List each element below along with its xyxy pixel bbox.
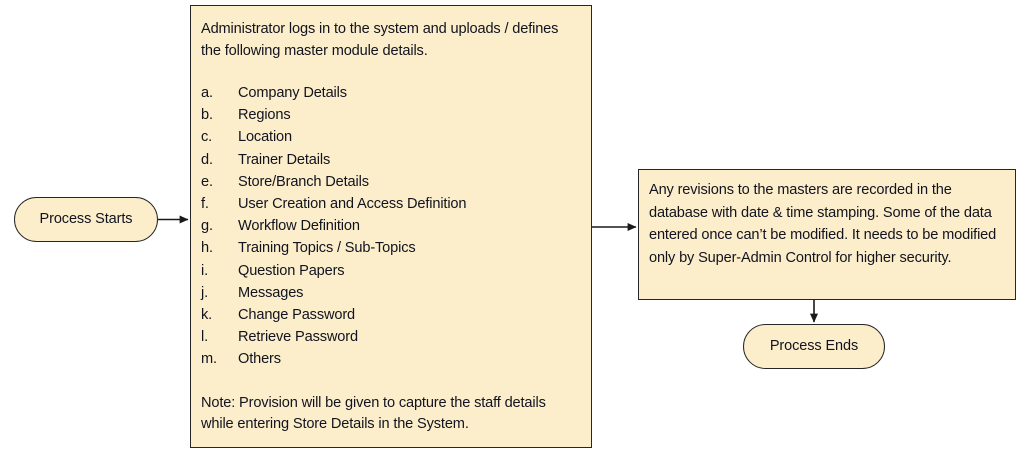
list-item-marker: e. <box>201 173 213 190</box>
list-item: k. Change Password <box>201 304 579 326</box>
list-item: m. Others <box>201 348 579 370</box>
list-item: i. Question Papers <box>201 260 579 282</box>
master-modules-intro: Administrator logs in to the system and … <box>201 21 559 59</box>
node-process-ends[interactable]: Process Ends <box>743 324 885 369</box>
list-item-marker: b. <box>201 107 213 124</box>
list-item-marker: j. <box>201 284 208 301</box>
node-process-starts[interactable]: Process Starts <box>14 197 158 242</box>
list-item-marker: i. <box>201 262 208 279</box>
list-item-text: Messages <box>238 284 304 301</box>
list-item-text: Question Papers <box>238 262 345 279</box>
list-item-marker: k. <box>201 307 213 324</box>
node-revisions[interactable]: Any revisions to the masters are recorde… <box>638 169 1016 300</box>
list-item-text: Trainer Details <box>238 151 331 168</box>
master-modules-note: Note: Provision will be given to capture… <box>201 394 546 433</box>
process-ends-label: Process Ends <box>769 337 859 354</box>
list-item-text: Training Topics / Sub-Topics <box>238 240 416 257</box>
list-item: l. Retrieve Password <box>201 326 579 348</box>
master-modules-list: a. Company Details b. Regions c. Locatio… <box>201 82 579 371</box>
list-item-marker: c. <box>201 129 213 146</box>
node-master-modules[interactable]: Administrator logs in to the system and … <box>190 5 592 448</box>
list-item-text: Company Details <box>238 85 347 101</box>
list-item-marker: a. <box>201 85 213 101</box>
list-item: f. User Creation and Access Definition <box>201 193 579 215</box>
spacer-after-list <box>201 371 579 393</box>
list-item-text: Location <box>238 129 292 146</box>
list-item: j. Messages <box>201 282 579 304</box>
list-item-marker: l. <box>201 329 208 346</box>
list-item-text: Workflow Definition <box>238 218 360 235</box>
list-item: a. Company Details <box>201 82 579 104</box>
list-item-marker: d. <box>201 151 213 168</box>
revisions-text: Any revisions to the masters are recorde… <box>649 182 997 266</box>
list-item: e. Store/Branch Details <box>201 171 579 193</box>
list-item-text: Others <box>238 351 281 368</box>
list-item-text: Change Password <box>238 307 356 324</box>
list-item: d. Trainer Details <box>201 149 579 171</box>
list-item: c. Location <box>201 126 579 148</box>
list-item-text: Regions <box>238 107 291 124</box>
list-item: b. Regions <box>201 104 579 126</box>
list-item-marker: m. <box>201 351 217 368</box>
list-item-marker: f. <box>201 196 209 213</box>
spacer-before-list <box>201 62 579 82</box>
list-item-marker: h. <box>201 240 213 257</box>
list-item-text: User Creation and Access Definition <box>238 196 467 213</box>
list-item-marker: g. <box>201 218 213 235</box>
list-item: h. Training Topics / Sub-Topics <box>201 237 579 259</box>
list-item-text: Retrieve Password <box>238 329 358 346</box>
process-starts-label: Process Starts <box>39 210 133 227</box>
list-item: g. Workflow Definition <box>201 215 579 237</box>
list-item-text: Store/Branch Details <box>238 173 369 190</box>
